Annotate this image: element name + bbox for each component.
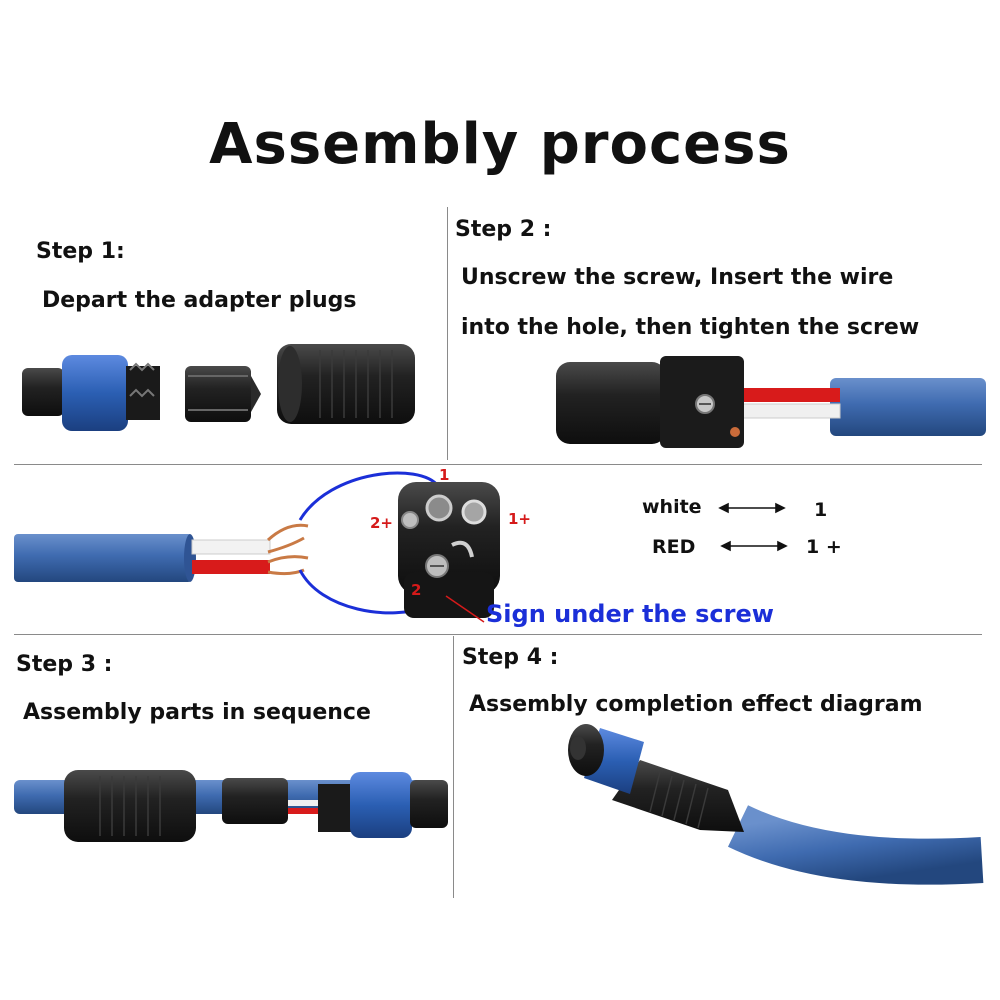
divider-horizontal-bottom (14, 634, 982, 635)
step2-wire-insertion (556, 356, 986, 448)
mapping-wire-white: white (642, 496, 702, 518)
wiring-diagram (14, 471, 788, 623)
step1-text: Depart the adapter plugs (42, 288, 357, 313)
pin-label-right: 1+ (508, 510, 532, 528)
mapping-pin-1: 1 (814, 499, 828, 521)
step2-text-line2: into the hole, then tighten the screw (461, 315, 920, 340)
step1-connector-parts (22, 344, 415, 431)
divider-vertical-top (447, 207, 448, 460)
step4-completed-connector (568, 724, 984, 885)
step3-text: Assembly parts in sequence (23, 700, 371, 725)
step2-text-line1: Unscrew the screw, Insert the wire (461, 265, 894, 290)
sign-under-screw-note: Sign under the screw (486, 600, 774, 628)
pin-label-top: 1 (439, 466, 450, 484)
page-title: Assembly process (209, 112, 791, 177)
step2-heading: Step 2 : (455, 217, 552, 242)
pin-label-bottom: 2 (411, 581, 422, 599)
step3-parts-in-sequence (14, 770, 448, 842)
mapping-pin-1plus: 1 + (806, 536, 842, 558)
step3-heading: Step 3 : (16, 652, 113, 677)
divider-vertical-bottom (453, 636, 454, 898)
step4-heading: Step 4 : (462, 645, 559, 670)
divider-horizontal-top (14, 464, 982, 465)
pin-label-left: 2+ (370, 514, 394, 532)
step1-heading: Step 1: (36, 239, 125, 264)
step4-text: Assembly completion effect diagram (469, 692, 923, 717)
mapping-wire-red: RED (652, 536, 696, 558)
